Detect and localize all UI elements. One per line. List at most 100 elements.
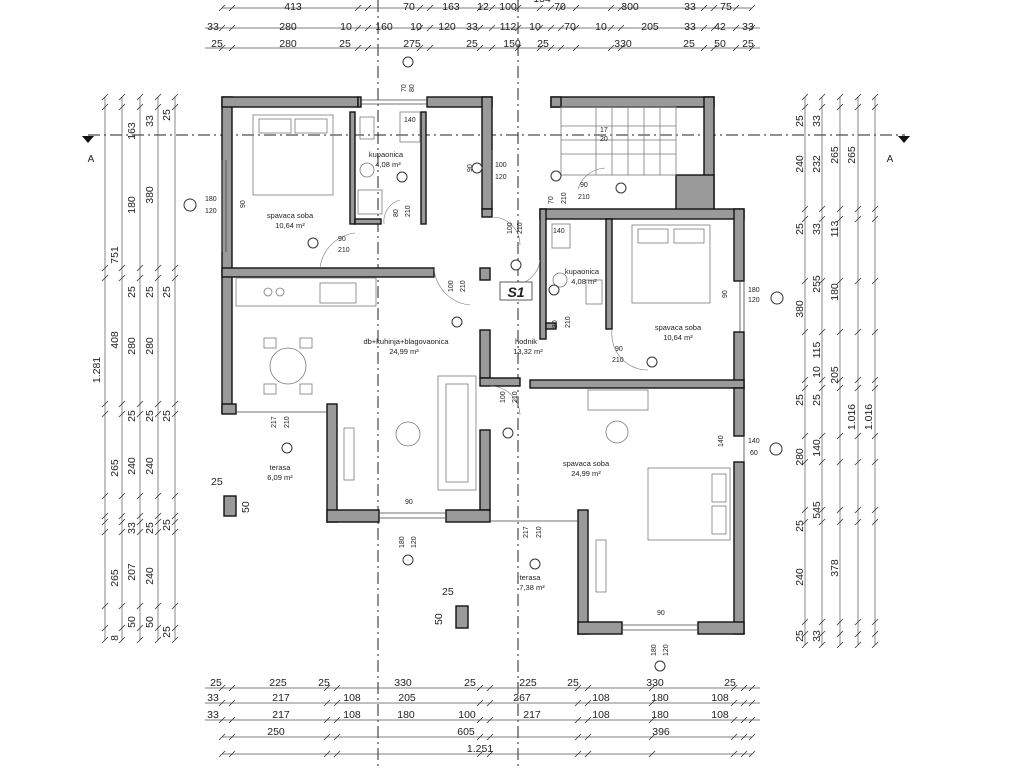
dim-tick [730,716,738,724]
room-name: terasa [520,573,542,582]
opening-width: 180 [651,644,658,656]
opening-callouts: 70 80 180 120 90 90 210 140 80 210 100 1… [183,56,784,672]
dim-label: 25 [144,286,156,298]
pillar [223,495,237,517]
dim-tick [836,376,844,384]
dim-tick [854,641,862,649]
room-name: spavaca soba [655,323,702,332]
room-area: 4,08 m² [571,277,597,286]
wall [354,218,382,225]
dim-tick [871,518,879,526]
dim-label: 180 [829,283,841,301]
wall [605,218,613,330]
wall [577,621,623,635]
dim-label: 265 [846,146,858,164]
dim-tick [228,4,236,12]
dim-tick [154,512,162,520]
wall [357,96,362,108]
dim-tick [228,24,236,32]
dim-tick [648,699,656,707]
dim-label: 275 [403,38,421,50]
dim-label: 205 [398,692,416,704]
dim-label: 10 [410,21,422,33]
dim-label: 25 [339,38,351,50]
dim-tick [416,4,424,12]
room-name: spavaca soba [563,459,610,468]
windows [221,99,745,631]
dim-tick [574,699,582,707]
dim-tick [323,684,331,692]
wall [545,322,557,330]
double-bed [647,467,731,541]
dim-tick [854,618,862,626]
dim-label: 50 [126,616,138,628]
dim-tick [801,618,809,626]
toilet [585,279,603,305]
dim-tick [154,528,162,536]
dim-tick [136,518,144,526]
dim-tick [514,4,522,12]
dim-tick [732,4,740,12]
dim-tick [748,24,756,32]
dim-tick [730,684,738,692]
dim-tick [547,24,555,32]
dim-label: 25 [144,410,156,422]
dim-tick [871,618,879,626]
dim-tick [228,699,236,707]
wall [733,461,745,635]
dim-label: 108 [343,692,361,704]
dim-tick [836,506,844,514]
dim-tick [154,492,162,500]
wall [221,96,233,414]
dim-tick [648,684,656,692]
pillar-dim: 25 [442,586,454,598]
dim-label: 1.016 [846,404,858,430]
dim-tick [364,4,372,12]
wall [733,208,745,282]
dim-label: 267 [513,692,531,704]
wall [326,403,338,523]
room-area: 13,32 m² [513,347,543,356]
dim-label: 605 [457,726,475,738]
dim-label: 413 [284,1,302,13]
shower-tray [551,223,571,249]
dim-tick [801,384,809,392]
double-bed [252,114,334,196]
dim-tick [118,410,126,418]
opening-width: 80 [393,209,400,217]
dim-tick [536,4,544,12]
opening-height: 210 [284,416,291,428]
dim-tick [584,699,592,707]
dim-tick [416,24,424,32]
dim-tick [801,205,809,213]
dim-label: 380 [794,300,806,318]
dim-tick [171,528,179,536]
dim-tick [488,44,496,52]
dim-label: 25 [794,115,806,127]
toilet [359,116,375,140]
dim-tick [748,750,756,758]
dim-tick [228,750,236,758]
dim-tick [854,458,862,466]
dim-tick [700,44,708,52]
callout-marker [402,56,414,68]
callout-marker [307,237,319,249]
dim-label: 163 [442,1,460,13]
dim-tick [854,93,862,101]
opening-width: 80 [552,320,559,328]
dim-tick [732,24,740,32]
dim-label: 300 [621,1,639,13]
dim-tick [871,376,879,384]
dim-tick [801,630,809,638]
dim-tick [154,264,162,272]
dim-tick [476,733,484,741]
dim-tick [740,716,748,724]
dim-tick [572,4,580,12]
opening-width: 217 [523,526,530,538]
dim-tick [854,630,862,638]
dim-tick [136,492,144,500]
opening-width: 70 [548,196,555,204]
dim-tick [836,205,844,213]
dim-tick [730,733,738,741]
opening-width: 90 [615,346,623,353]
